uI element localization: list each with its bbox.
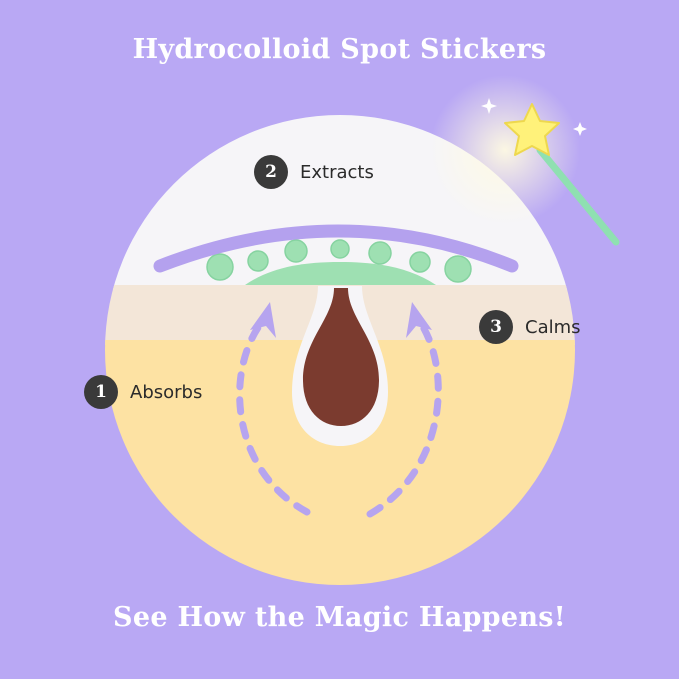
arrowhead-left (250, 302, 276, 338)
pimple (303, 288, 379, 426)
gunk-bubbles (206, 239, 472, 283)
gunk-bubble (330, 239, 350, 259)
magic-wand-icon (481, 98, 620, 246)
gunk-bubble (444, 255, 472, 283)
extracted-gunk (245, 262, 436, 285)
sparkle-glow (430, 75, 580, 225)
step-label: Calms (525, 316, 581, 338)
calm-arrow (366, 302, 442, 518)
absorb-arrow (236, 302, 311, 516)
step-extracts: 2 Extracts (254, 155, 374, 189)
star-icon (504, 103, 560, 156)
hydrocolloid-patch (153, 224, 519, 273)
step-number-badge: 1 (84, 375, 118, 409)
step-label: Absorbs (130, 381, 203, 403)
page-title: Hydrocolloid Spot Stickers (132, 34, 547, 65)
step-calms: 3 Calms (479, 310, 581, 344)
step-label: Extracts (300, 161, 374, 183)
step-number-badge: 3 (479, 310, 513, 344)
sparkle-icon (481, 98, 497, 114)
gunk-bubble (284, 239, 308, 263)
step-number-badge: 2 (254, 155, 288, 189)
arrowhead-right (406, 302, 432, 338)
gunk-bubble (368, 241, 392, 265)
gunk-bubble (206, 253, 234, 281)
gunk-bubble (409, 251, 431, 273)
step-absorbs: 1 Absorbs (84, 375, 202, 409)
subtitle: See How the Magic Happens! (113, 602, 566, 633)
sparkle-icon (573, 122, 587, 136)
gunk-bubble (247, 250, 269, 272)
